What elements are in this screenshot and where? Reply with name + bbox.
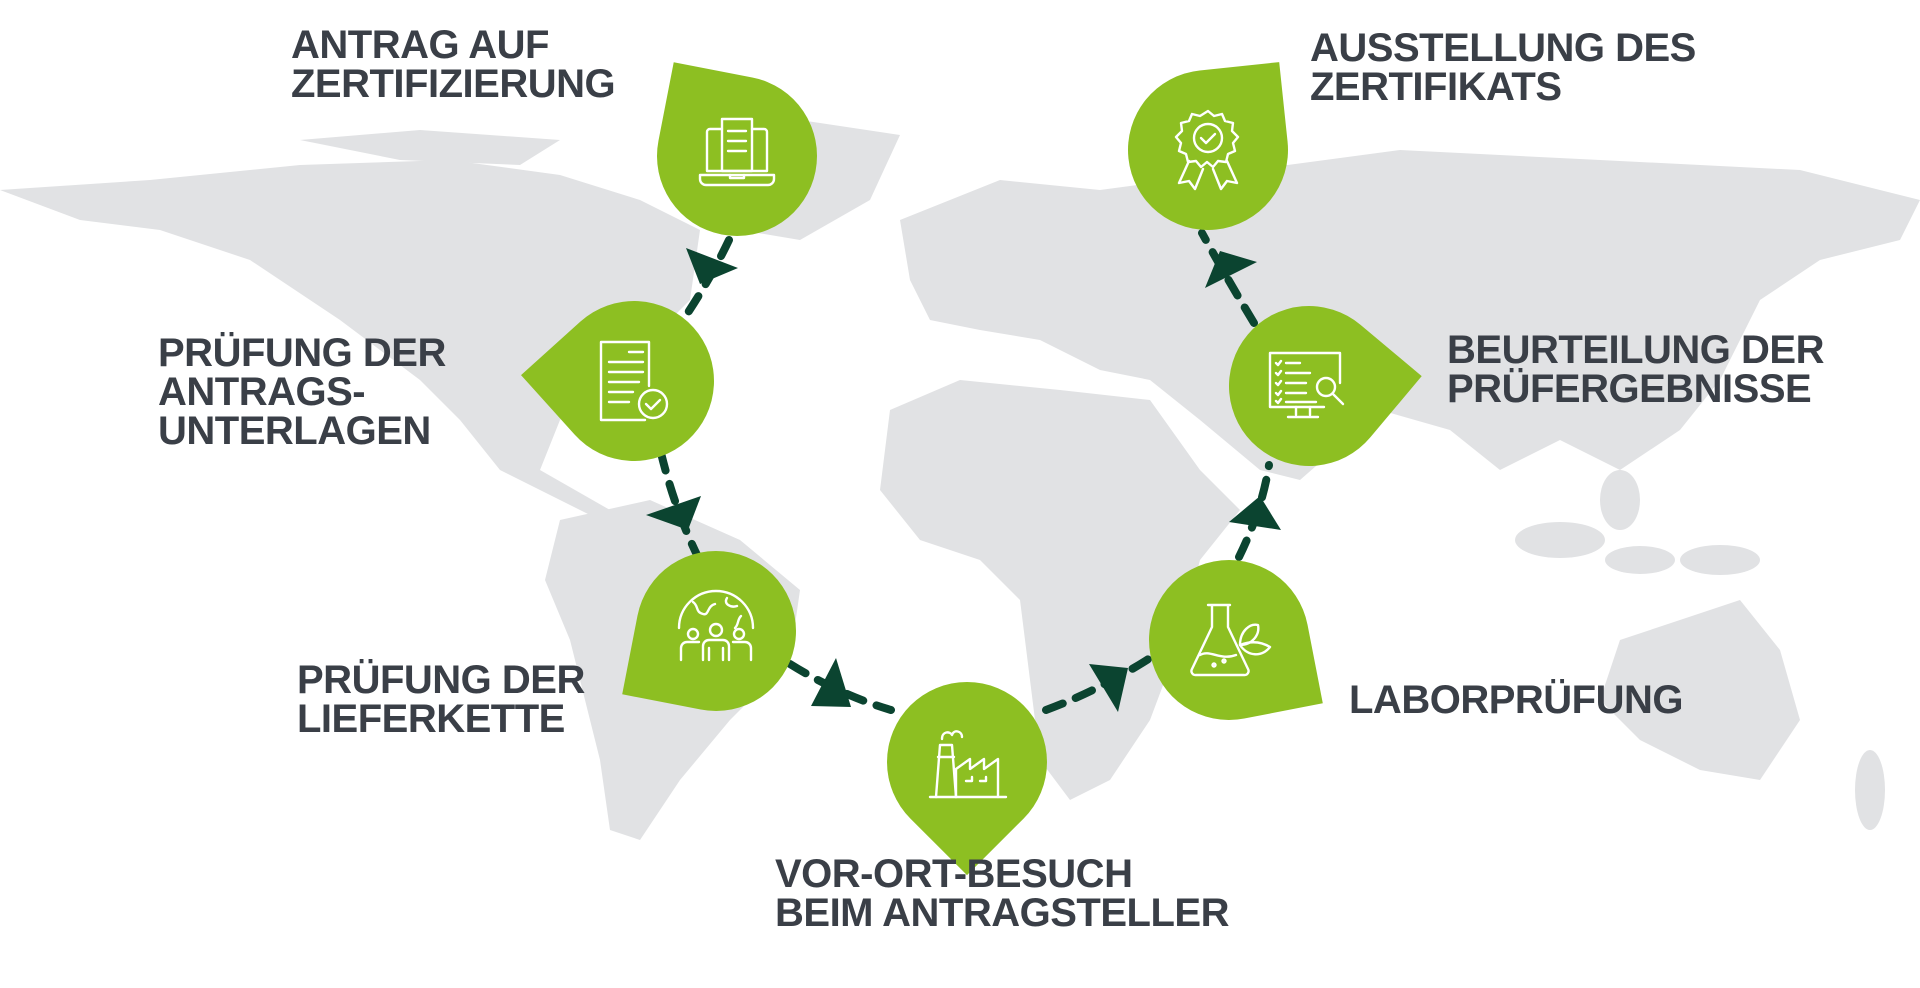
route-3-4 (786, 660, 895, 714)
step-6-label: Beurteilung derPrüfergebnisse (1447, 328, 1824, 411)
step-4-leaf (853, 648, 1081, 876)
step-1-leaf (643, 62, 831, 250)
step-7-label: Ausstellung desZertifikats (1310, 26, 1696, 109)
step-5-label: Laborprüfung (1349, 678, 1683, 722)
route-2-3 (657, 449, 702, 561)
arrow-icon (1205, 251, 1257, 288)
step-1-label: Antrag aufZertifizierung (291, 23, 616, 106)
eurasia (900, 150, 1920, 480)
arctic-islands (300, 130, 560, 165)
step-7-leaf (1120, 62, 1296, 238)
step-3-leaf (622, 537, 810, 725)
factory-icon (922, 717, 1012, 807)
arrow-icon (1089, 664, 1128, 712)
step-4-label: Vor-Ort-Besuchbeim Antragsteller (775, 852, 1229, 935)
arrow-icon (646, 496, 701, 530)
monitor-checklist-search-icon (1264, 341, 1354, 431)
africa (880, 380, 1240, 800)
certificate-badge-icon (1163, 105, 1253, 195)
australia (1600, 600, 1800, 780)
step-2-label: Prüfung derAntrags-unterlagen (158, 331, 446, 453)
step-6-leaf (1196, 273, 1422, 499)
step-5-leaf (1135, 546, 1323, 734)
arrow-icon (811, 658, 851, 707)
north-america (0, 160, 700, 530)
flask-leaf-icon (1184, 595, 1274, 685)
step-3-label: Prüfung derLieferkette (297, 658, 585, 741)
arrow-icon (686, 248, 738, 284)
laptop-document-icon (692, 111, 782, 201)
step-2-leaf (521, 268, 747, 494)
route-4-5 (1042, 654, 1154, 714)
document-check-icon (589, 336, 679, 426)
arrow-icon (1229, 496, 1281, 530)
globe-people-icon (671, 586, 761, 676)
